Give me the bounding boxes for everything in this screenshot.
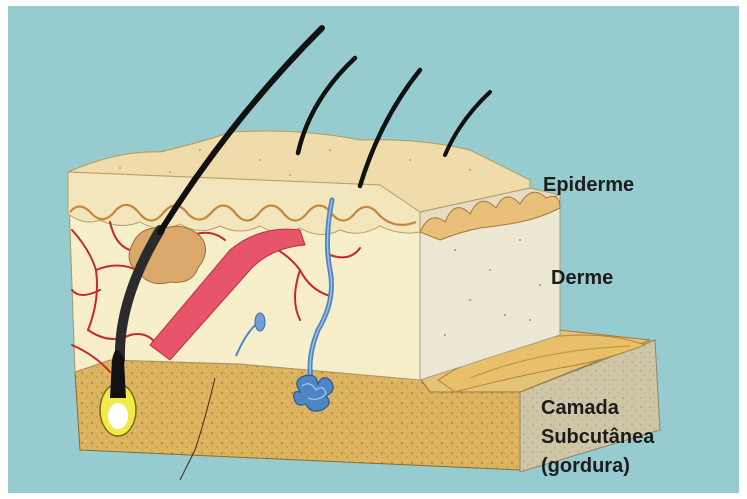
- label-subcutaneous-3: (gordura): [541, 453, 630, 479]
- label-subcutaneous-1: Camada: [541, 395, 619, 421]
- label-epidermis: Epiderme: [543, 172, 634, 198]
- label-subcutaneous-2: Subcutânea: [541, 424, 654, 450]
- label-dermis: Derme: [551, 265, 613, 291]
